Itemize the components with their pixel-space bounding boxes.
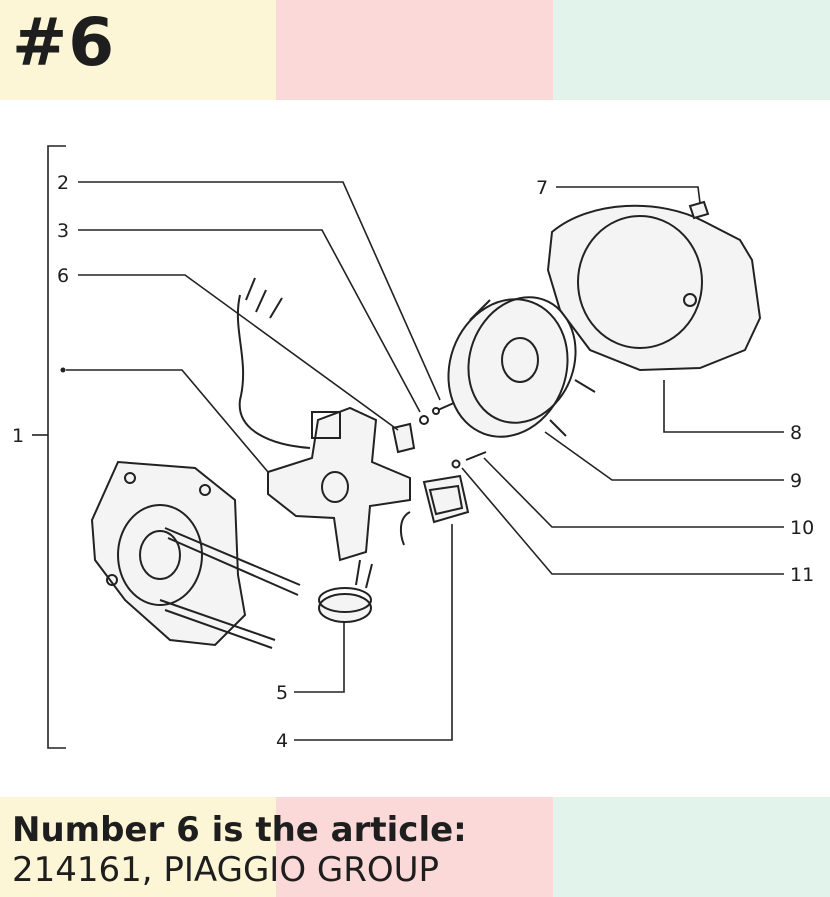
callout-3: 3	[57, 220, 69, 242]
part-number-badge: #6	[12, 4, 116, 81]
bottom-color-band	[0, 797, 830, 897]
callout-11: 11	[790, 564, 814, 586]
part-8-fan-cover	[546, 204, 762, 372]
callout-8: 8	[790, 422, 802, 444]
band-pink	[276, 797, 553, 897]
caption-subtitle: 214161, PIAGGIO GROUP	[12, 850, 440, 890]
part-6-bracket	[391, 415, 429, 454]
part-9-flywheel	[447, 296, 596, 438]
callout-7: 7	[536, 177, 548, 199]
band-green	[553, 0, 830, 100]
part-10-11-screw	[451, 451, 487, 469]
callout-9: 9	[790, 470, 802, 492]
callout-6: 6	[57, 265, 69, 287]
callout-5: 5	[276, 682, 288, 704]
band-pink	[276, 0, 553, 100]
part-7-bolt	[688, 200, 710, 220]
part-5-winding	[318, 559, 373, 623]
band-yellow	[0, 797, 276, 897]
leader-lines	[60, 181, 784, 741]
top-color-band	[0, 0, 830, 100]
exploded-parts-diagram: 1 2 3 4 5 6 7 8 9 10 11	[12, 145, 814, 752]
band-green	[553, 797, 830, 897]
engine-housing	[90, 460, 301, 649]
part-4-coil	[399, 474, 470, 546]
band-yellow	[0, 0, 276, 100]
part-2-screw	[432, 401, 457, 415]
callout-1: 1	[12, 425, 24, 447]
group-bracket	[32, 145, 66, 749]
stator-plate	[236, 277, 411, 562]
callout-4: 4	[276, 730, 288, 752]
caption-title: Number 6 is the article:	[12, 810, 467, 850]
callout-2: 2	[57, 172, 69, 194]
callout-10: 10	[790, 517, 814, 539]
callout-labels: 1 2 3 4 5 6 7 8 9 10 11	[12, 172, 814, 752]
